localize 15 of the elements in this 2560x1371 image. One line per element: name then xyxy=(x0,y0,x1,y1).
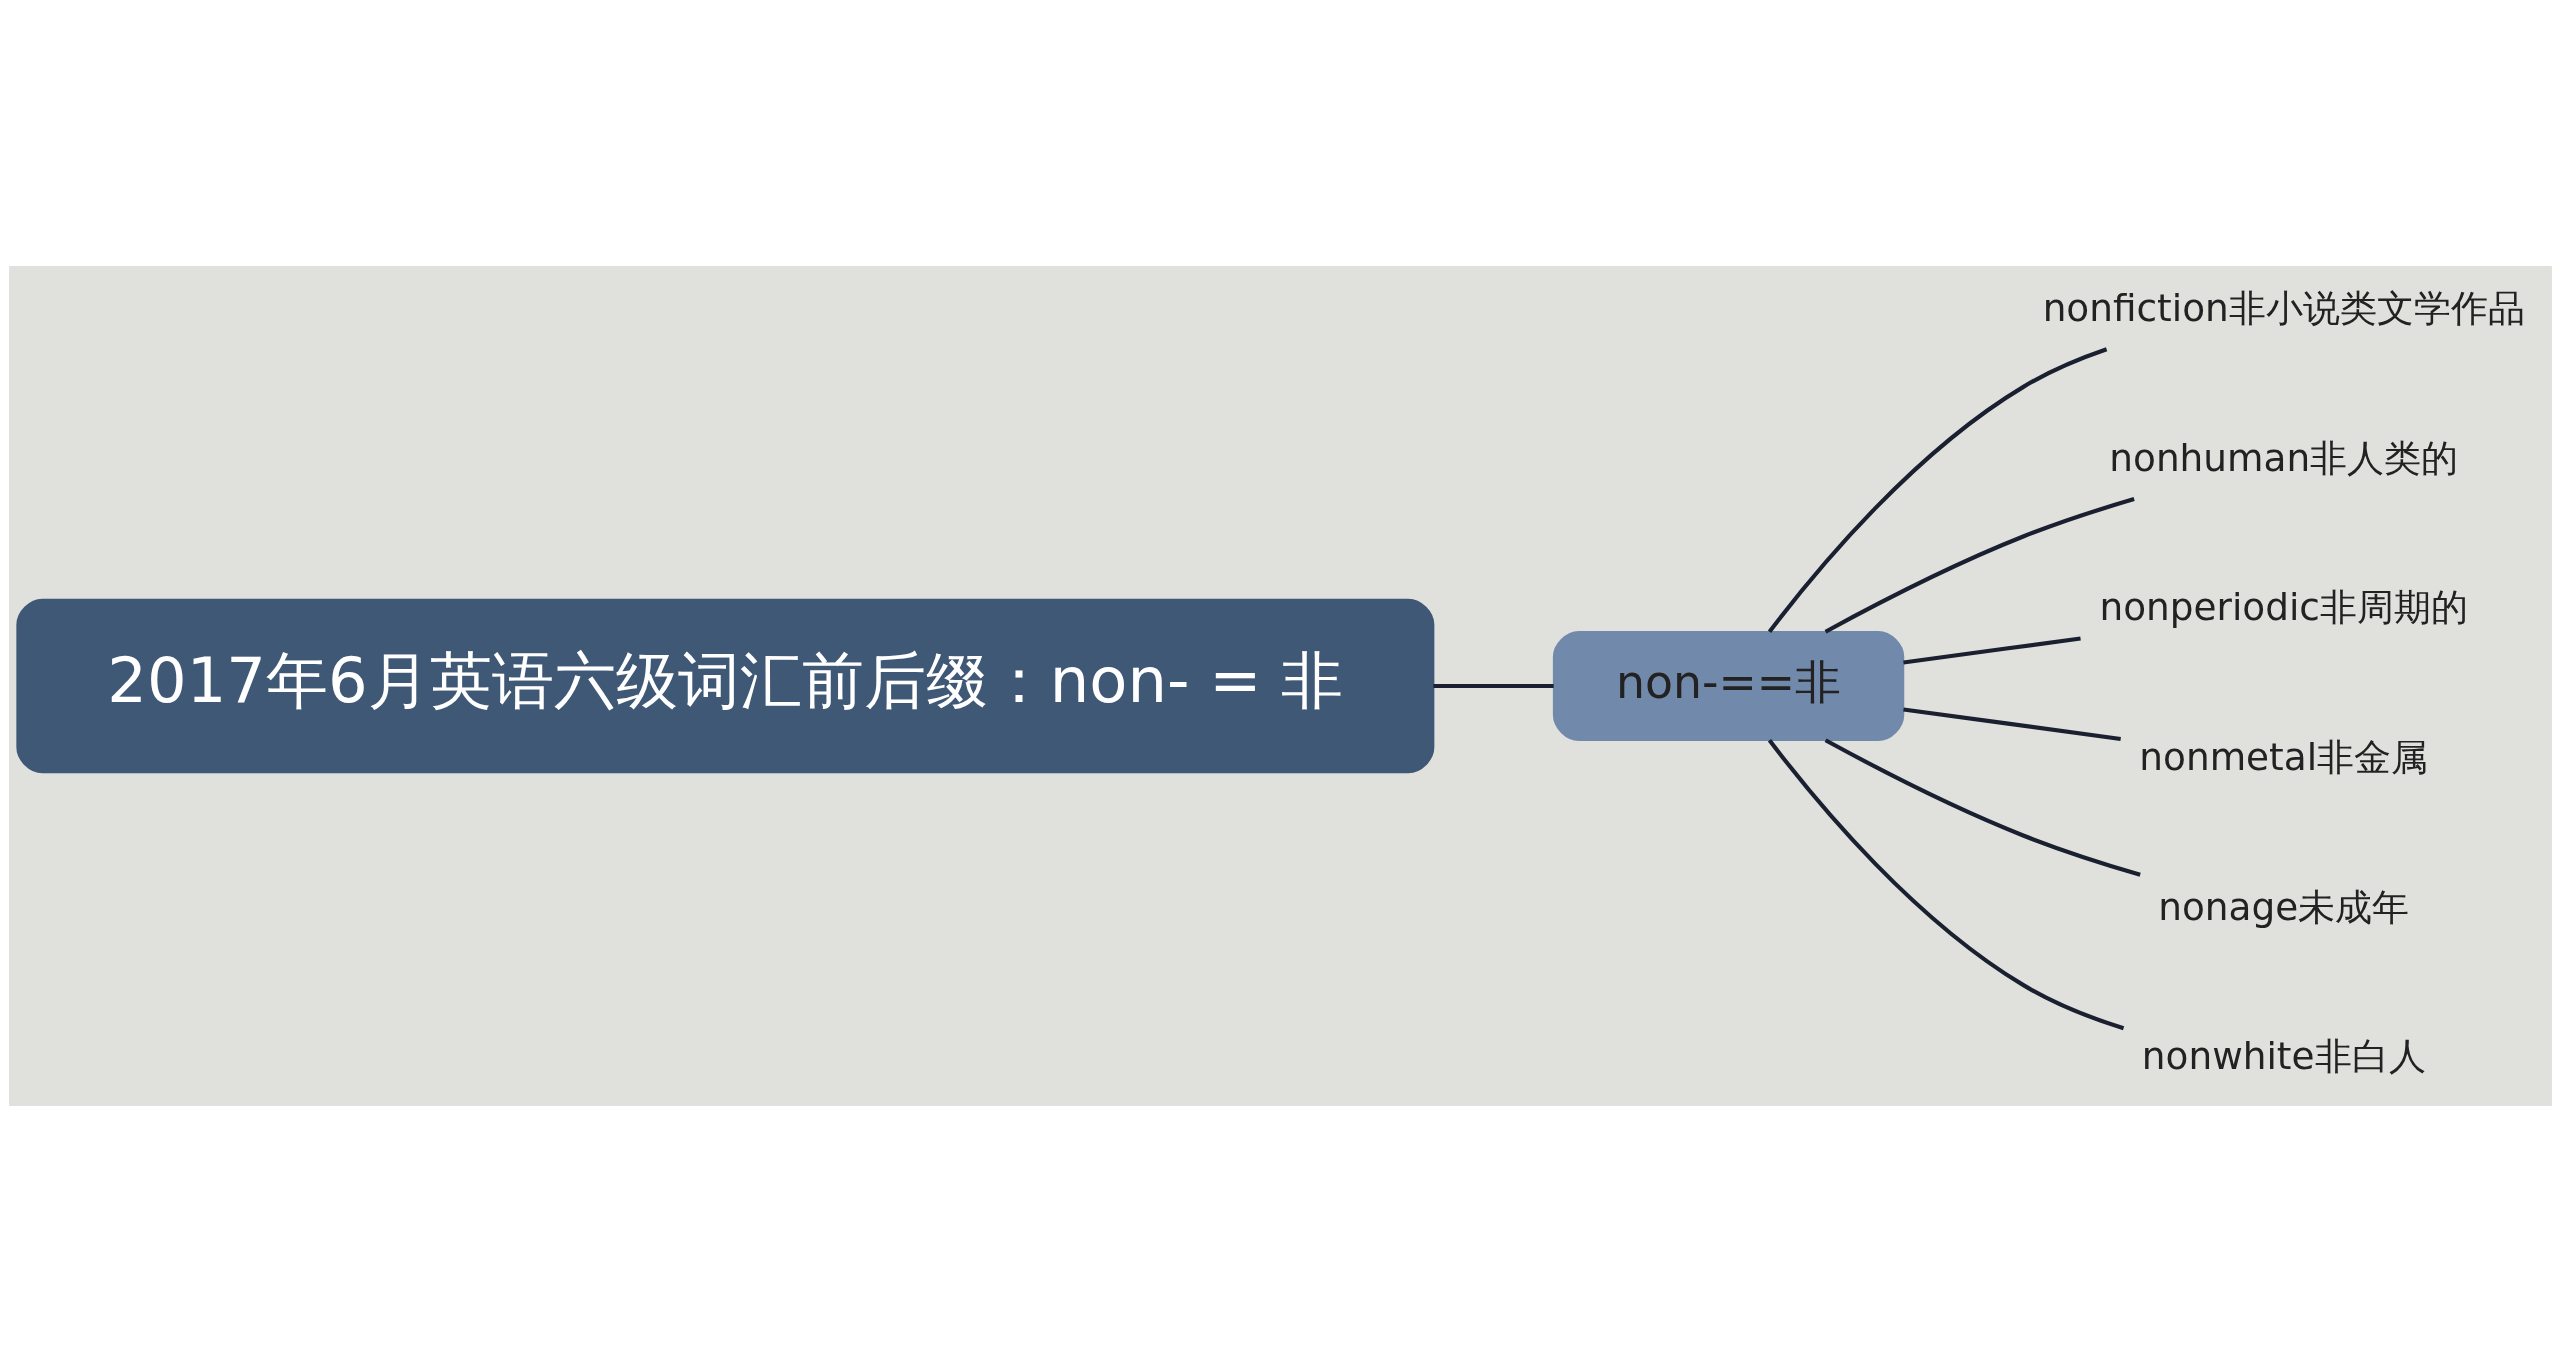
node-text: nonwhite非白人 xyxy=(2141,1033,2426,1078)
node-text: nonperiodic非周期的 xyxy=(2099,584,2468,629)
connector xyxy=(1902,706,2121,741)
node-text: nonhuman非人类的 xyxy=(2108,435,2458,480)
node-box: non-==非 xyxy=(1552,630,1904,741)
node-text: nonmetal非金属 xyxy=(2138,734,2428,779)
node-text: nonage未成年 xyxy=(2157,884,2409,929)
connector xyxy=(1902,635,2081,665)
connector xyxy=(1824,737,2141,877)
node-box: 2017年6月英语六级词汇前后缀：non- = 非 xyxy=(15,598,1434,773)
connector xyxy=(1767,346,2107,633)
connector xyxy=(1824,496,2135,634)
connector xyxy=(1433,683,1554,688)
node-text: nonfiction非小说类文学作品 xyxy=(2042,285,2525,330)
connector xyxy=(1767,738,2124,1030)
